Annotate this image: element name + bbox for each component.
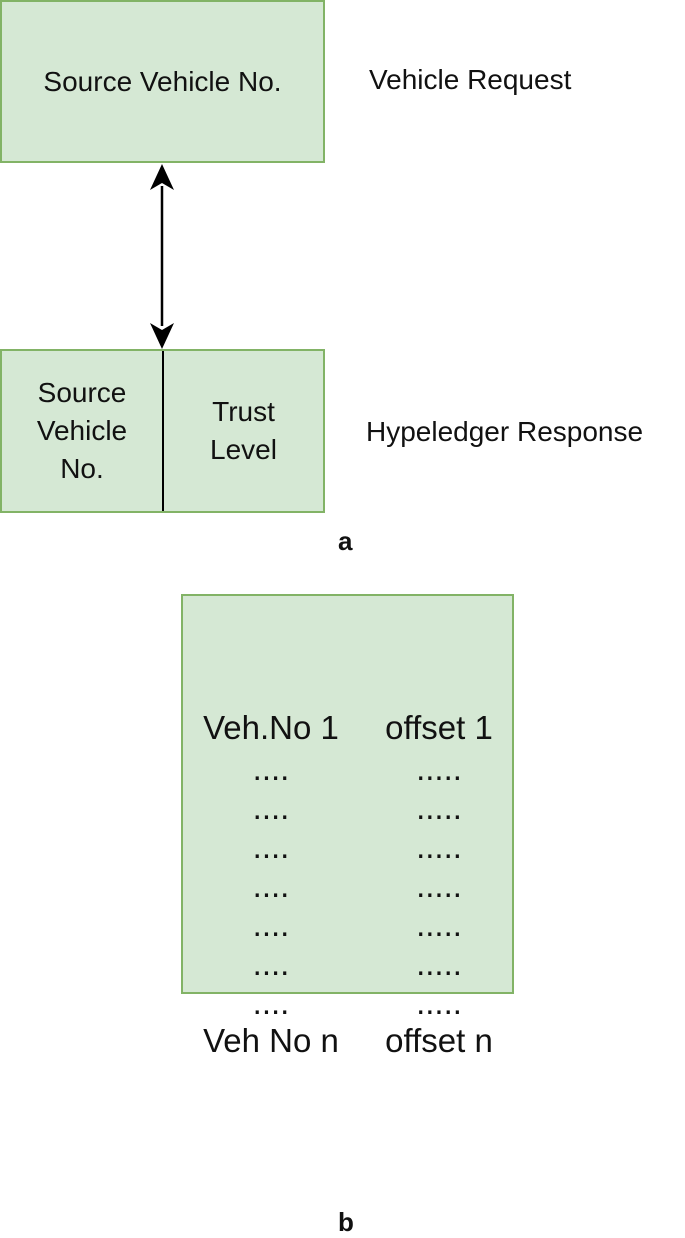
table-row: .........: [183, 984, 512, 1022]
hyperledger-response-box: Source Vehicle No. Trust Level: [0, 349, 325, 513]
offset-cell: offset n: [385, 1022, 493, 1059]
vehicle-number-cell: Veh.No 1: [203, 709, 339, 746]
vehicle-number-cell: Veh No n: [203, 1022, 339, 1059]
response-trust-line-1: Trust: [212, 396, 275, 427]
response-source-line-2: Vehicle: [36, 415, 128, 446]
table-row: .........: [183, 867, 512, 905]
request-box-text: Source Vehicle No.: [43, 65, 282, 97]
caption-a: a: [338, 526, 353, 556]
vehicle-request-box: Source Vehicle No.: [0, 0, 325, 163]
response-source-line-3: No.: [60, 453, 104, 484]
offset-cell: .....: [416, 984, 462, 1021]
offset-cell: .....: [416, 750, 462, 787]
response-source-line-1: Source: [37, 377, 127, 408]
response-trust-line-2: Level: [210, 434, 277, 465]
vehicle-number-cell: ....: [252, 789, 290, 826]
vehicle-number-cell: ....: [252, 867, 290, 904]
vehicle-offset-table: Veh.No 1 offset 1........................…: [181, 594, 514, 1059]
offset-cell: .....: [416, 828, 462, 865]
offset-cell: .....: [416, 789, 462, 826]
vehicle-number-cell: ....: [252, 945, 290, 982]
table-row: .........: [183, 945, 512, 983]
offset-cell: .....: [416, 945, 462, 982]
vehicle-number-cell: ....: [252, 984, 290, 1021]
table-row: Veh.No 1 offset 1: [183, 709, 512, 747]
offset-cell: offset 1: [385, 709, 493, 746]
cell-divider: [162, 351, 164, 511]
offset-cell: .....: [416, 867, 462, 904]
table-row: Veh No n offset n: [183, 1022, 512, 1060]
caption-b: b: [338, 1207, 354, 1237]
table-row: .........: [183, 828, 512, 866]
vehicle-number-cell: ....: [252, 906, 290, 943]
offset-cell: .....: [416, 906, 462, 943]
response-source-cell: Source Vehicle No.: [2, 351, 162, 511]
vehicle-number-cell: ....: [252, 750, 290, 787]
vehicle-number-cell: ....: [252, 828, 290, 865]
table-row: .........: [183, 789, 512, 827]
hyperledger-response-label: Hypeledger Response: [366, 416, 644, 447]
vehicle-request-label: Vehicle Request: [369, 64, 572, 95]
table-row: .........: [183, 750, 512, 788]
response-trust-cell: Trust Level: [164, 351, 323, 511]
table-row: .........: [183, 906, 512, 944]
